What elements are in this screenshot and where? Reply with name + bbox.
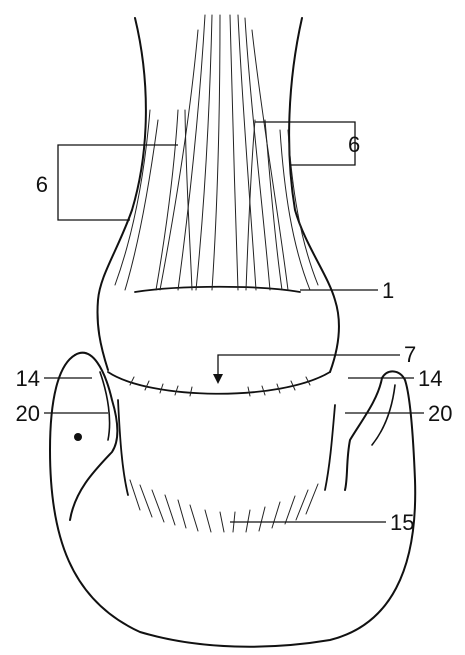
tendon-fibers bbox=[115, 15, 318, 290]
left-bar-inner bbox=[100, 372, 110, 440]
left-heel-mark bbox=[74, 433, 82, 441]
label-7: 7 bbox=[404, 342, 416, 367]
leader-7 bbox=[218, 355, 400, 376]
label-14-right: 14 bbox=[418, 366, 442, 391]
label-1: 1 bbox=[382, 278, 394, 303]
pastern-right-outline bbox=[289, 18, 339, 372]
label-15: 15 bbox=[390, 510, 414, 535]
arrow-7 bbox=[213, 374, 223, 384]
bracket-6-right bbox=[255, 122, 355, 165]
bracket-6-left bbox=[58, 145, 178, 220]
label-14-left: 14 bbox=[16, 366, 40, 391]
frog-left-edge bbox=[118, 400, 128, 495]
frog-hatching bbox=[130, 480, 318, 532]
hoof-wall-outline bbox=[50, 355, 415, 647]
right-bar-inner bbox=[372, 385, 395, 445]
right-heel-bulb bbox=[345, 378, 382, 490]
label-6-right: 6 bbox=[348, 132, 360, 157]
label-20-left: 20 bbox=[16, 401, 40, 426]
label-6-left: 6 bbox=[36, 172, 48, 197]
frog-right-edge bbox=[325, 405, 335, 490]
label-20-right: 20 bbox=[428, 401, 452, 426]
